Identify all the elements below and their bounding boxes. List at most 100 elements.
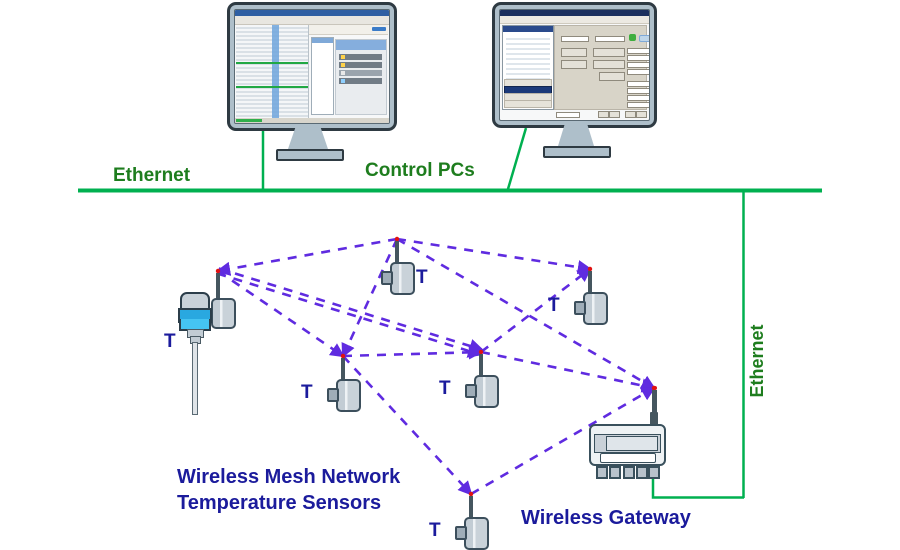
sensor-tag: T (416, 267, 428, 288)
pc2-input-field (627, 69, 649, 75)
mesh-link-sensor2-sensor5 (341, 238, 399, 358)
apply-button (625, 111, 636, 118)
ethernet-label-right: Ethernet (747, 324, 767, 398)
mesh-link-sensor4-sensor3 (480, 267, 592, 354)
sensor-connector (327, 388, 339, 402)
mesh-link-sensor6-gateway (470, 386, 656, 496)
status-icon (341, 79, 345, 83)
sensor-tag: T (164, 331, 176, 352)
sensor-connector (574, 301, 586, 315)
antenna-base (650, 412, 658, 425)
pc2-input-field (627, 81, 649, 87)
pc2-page-field (556, 112, 580, 118)
pc1-data-table (236, 25, 309, 118)
pc2-monitor-base (543, 146, 611, 158)
info-icon (341, 71, 345, 75)
pc2-button (593, 48, 625, 57)
antenna-tip (341, 354, 345, 358)
gateway-panel-inner (606, 436, 658, 451)
sensor-body (336, 379, 361, 412)
pc2-button (599, 72, 625, 81)
pc2-nav-tree (506, 35, 550, 87)
mesh-link-sensor1-sensor4 (216, 272, 483, 358)
pc2-screen (499, 9, 650, 121)
cancel-button (609, 111, 620, 118)
pc1-alert-row (339, 70, 382, 76)
sensor-body (464, 517, 489, 550)
mesh-link-sensor1-sensor5 (217, 269, 345, 358)
pc1-alert-row (339, 54, 382, 60)
gateway-terminal (648, 466, 660, 479)
pc1-subtoolbar (309, 25, 388, 35)
sensor-connector (455, 526, 467, 540)
mesh-link-sensor1-sensor4 (218, 267, 484, 353)
antenna-icon (479, 354, 483, 375)
wireless-module (211, 298, 236, 329)
wireless-gateway-label: Wireless Gateway (521, 507, 691, 529)
sensor-connector (465, 384, 477, 398)
pc1-screen (234, 9, 390, 124)
checkmark-icon (629, 34, 636, 41)
pc2-nav-header (503, 26, 553, 32)
sensor-tag: T (439, 378, 451, 399)
sensor-body (474, 375, 499, 408)
pc1-alert-row (339, 78, 382, 84)
antenna-tip (652, 386, 657, 390)
antenna-tip (588, 267, 592, 271)
pc2-text-field (595, 36, 625, 42)
sensor-tag: T (548, 295, 560, 316)
pc1-table-divider (236, 62, 308, 64)
mesh-caption: Wireless Mesh Network Temperature Sensor… (177, 464, 400, 516)
pc1-toolbar (235, 16, 389, 25)
pc1-monitor-stand (288, 128, 328, 149)
pc2-settings-panel (554, 25, 649, 110)
pc2-text-field (561, 36, 589, 42)
pc2-nav-button (504, 100, 552, 108)
pc2-button (561, 60, 587, 69)
antenna-tip (469, 492, 473, 496)
pc1-tree-header (312, 38, 333, 43)
antenna-icon (341, 358, 345, 379)
pc2-input-field (627, 95, 649, 101)
warning-icon (341, 55, 345, 59)
gateway-panel (594, 434, 661, 453)
pc1-titlebar (235, 10, 389, 16)
control-pc1-monitor (227, 2, 397, 131)
pc1-alert-header (336, 40, 386, 50)
pc2-input-field (627, 48, 649, 54)
antenna-icon (216, 273, 220, 298)
gateway-terminal (623, 466, 635, 479)
gateway-terminal (596, 466, 608, 479)
gateway-terminal (636, 466, 648, 479)
control-pcs-label: Control PCs (365, 160, 475, 181)
pc2-button (593, 60, 625, 69)
help-button (636, 111, 647, 118)
mesh-link-sensor5-sensor4 (342, 345, 484, 360)
sensor-body (583, 292, 608, 325)
antenna-icon (652, 390, 657, 413)
thermowell-probe (192, 342, 198, 415)
sensor-body (390, 262, 415, 295)
gateway-ethernet-wire (651, 473, 744, 499)
antenna-icon (395, 241, 399, 262)
antenna-tip (479, 350, 483, 354)
pc1-table-selection-column (272, 25, 279, 118)
pc2-input-field (627, 102, 649, 108)
mesh-caption-line1: Wireless Mesh Network (177, 466, 401, 488)
pc1-alert-row (339, 62, 382, 68)
pc2-status-pill (639, 35, 649, 42)
pc2-monitor-stand (558, 125, 594, 146)
pc2-titlebar (500, 10, 649, 16)
antenna-icon (588, 271, 592, 292)
pc1-alert-panel (335, 39, 387, 115)
pc2-nav-panel (502, 25, 554, 110)
ethernet-label-top: Ethernet (113, 165, 191, 186)
pc2-input-field (627, 88, 649, 94)
vendor-logo (372, 27, 386, 31)
pc2-input-field (627, 62, 649, 68)
pc2-ethernet-drop (506, 127, 528, 190)
pc1-tree-panel (311, 37, 334, 115)
antenna-tip (216, 269, 220, 273)
pc2-input-field (627, 55, 649, 61)
